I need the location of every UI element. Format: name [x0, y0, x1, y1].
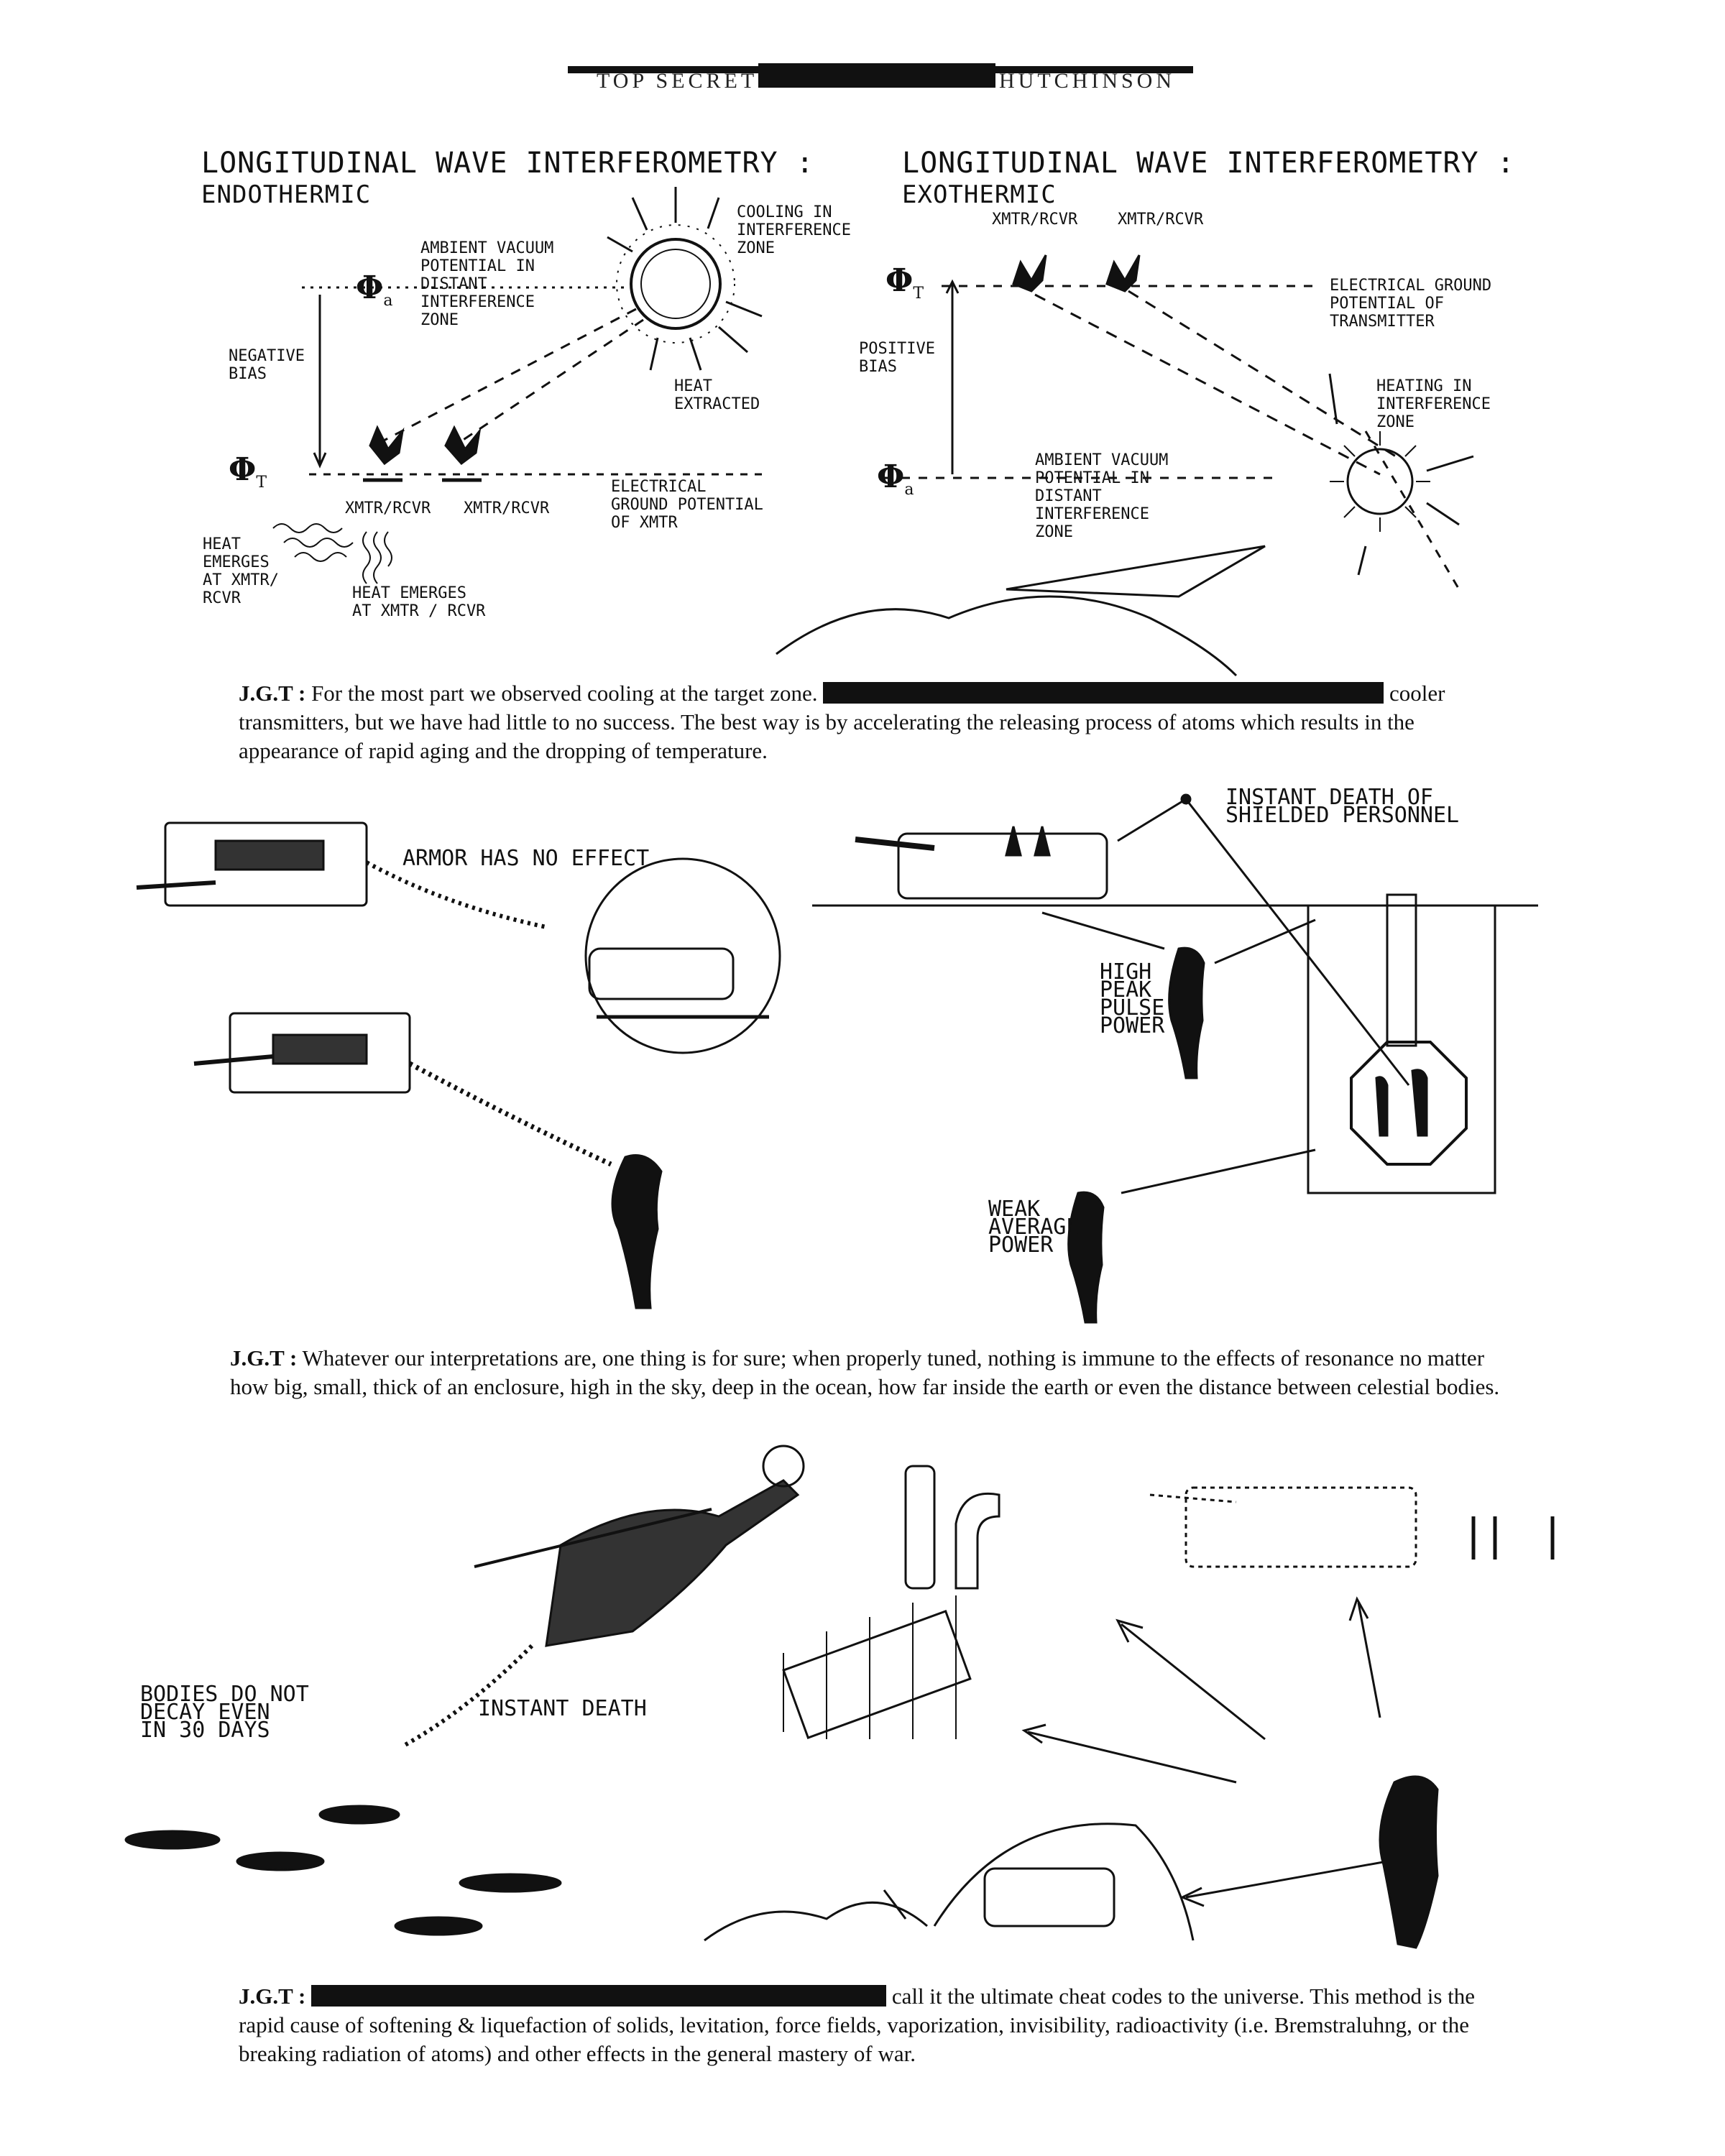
paragraph-3-text-after: call it the ultimate cheat codes to the …: [239, 1984, 1476, 2066]
label-xmtr-4: XMTR/RCVR: [1118, 211, 1204, 229]
tank-icon: [897, 832, 1108, 900]
exothermic-subtitle: EXOTHERMIC: [902, 180, 1057, 209]
speaker-label: J.G.T :: [239, 681, 306, 706]
tank-icon: [229, 1012, 411, 1094]
endothermic-diagram: [272, 187, 763, 584]
exothermic-title-line: LONGITUDINAL WAVE INTERFEROMETRY :: [902, 147, 1515, 180]
armored-car-icon: [983, 1867, 1116, 1927]
label-xmtr-1: XMTR/RCVR: [345, 499, 431, 517]
label-cooling-zone: COOLING IN INTERFERENCE ZONE: [737, 203, 851, 257]
label-heat-emerges-bottom: HEAT EMERGES AT XMTR / RCVR: [352, 584, 486, 620]
invisible-tank-icon: [1184, 1486, 1417, 1568]
label-heat-emerges-left: HEAT EMERGES AT XMTR/ RCVR: [203, 535, 279, 607]
paragraph-1-text-after: cooler transmitters, but we have had lit…: [239, 681, 1445, 763]
transmitter-icon: [369, 425, 405, 466]
speaker-label: J.G.T :: [230, 1345, 298, 1370]
armored-car-inset: [584, 857, 781, 1054]
label-weak-average-power: WEAK AVERAGE POWER: [988, 1197, 1080, 1258]
header-redaction-block: [758, 63, 995, 88]
helicopter-icon: [545, 1479, 800, 1647]
phi-a-symbol-exo: Φa: [877, 459, 914, 499]
label-positive-bias: POSITIVE BIAS: [859, 340, 935, 376]
label-instant-death-shielded: INSTANT DEATH OF SHIELDED PERSONNEL: [1225, 785, 1460, 828]
endothermic-title-line: LONGITUDINAL WAVE INTERFEROMETRY :: [201, 147, 814, 180]
soldier-silhouette: [1067, 1191, 1105, 1324]
transmitter-icon: [1105, 254, 1141, 292]
speaker-label: J.G.T :: [239, 1984, 306, 2009]
heating-burst: [1346, 448, 1414, 515]
paragraph-3: J.G.T : call it the ultimate cheat codes…: [239, 1982, 1518, 2068]
label-bodies-no-decay: BODIES DO NOT DECAY EVEN IN 30 DAYS: [140, 1682, 309, 1743]
label-ground-transmitter: ELECTRICAL GROUND POTENTIAL OF TRANSMITT…: [1330, 277, 1492, 331]
classification-header: TOP SECRET HUTCHINSON: [568, 63, 1193, 93]
header-right-text: HUTCHINSON: [999, 69, 1175, 93]
label-high-peak-pulse: HIGH PEAK PULSE POWER: [1100, 959, 1165, 1038]
label-heating-zone: HEATING IN INTERFERENCE ZONE: [1376, 377, 1491, 431]
label-negative-bias: NEGATIVE BIAS: [229, 347, 305, 383]
paragraph-1-text-before: For the most part we observed cooling at…: [311, 681, 818, 706]
label-xmtr-2: XMTR/RCVR: [464, 499, 550, 517]
paragraph-1: J.G.T : For the most part we observed co…: [239, 679, 1518, 765]
exothermic-diagram: [776, 254, 1474, 677]
label-xmtr-3: XMTR/RCVR: [992, 211, 1078, 229]
label-heat-extracted: HEAT EXTRACTED: [674, 377, 760, 413]
shielded-chamber: [1350, 1041, 1468, 1166]
transmitter-icon: [1012, 254, 1047, 292]
bottom-illustrations: [124, 1445, 1555, 1949]
endothermic-subtitle: ENDOTHERMIC: [201, 180, 372, 209]
paragraph-2-text: Whatever our interpretations are, one th…: [230, 1345, 1500, 1399]
middle-illustrations: [136, 793, 1538, 1324]
bunker: [1307, 904, 1496, 1194]
header-left-text: TOP SECRET: [597, 69, 758, 93]
label-armor-no-effect: ARMOR HAS NO EFFECT: [402, 846, 650, 871]
label-ground-potential: ELECTRICAL GROUND POTENTIAL OF XMTR: [611, 478, 763, 532]
transmitter-icon: [444, 425, 482, 466]
cooling-sphere: [630, 238, 722, 330]
redaction-block: [311, 1985, 887, 2007]
endothermic-title: LONGITUDINAL WAVE INTERFEROMETRY : ENDOT…: [201, 147, 814, 211]
soldier-silhouette: [611, 1154, 663, 1309]
redaction-block: [823, 682, 1384, 704]
label-ambient-vacuum: AMBIENT VACUUM POTENTIAL IN DISTANT INTE…: [420, 239, 554, 329]
soldier-silhouette: [1379, 1775, 1439, 1949]
levitating-truck-icon: [782, 1610, 972, 1739]
paragraph-2: J.G.T : Whatever our interpretations are…: [230, 1344, 1524, 1401]
phi-a-symbol: Φa: [356, 270, 393, 310]
phi-t-symbol: ΦT: [229, 451, 267, 492]
label-ambient-vacuum-exo: AMBIENT VACUUM POTENTIAL IN DISTANT INTE…: [1035, 451, 1169, 541]
force-field: [933, 1823, 1195, 1941]
soldier-silhouette: [1168, 946, 1205, 1079]
label-instant-death: INSTANT DEATH: [478, 1696, 647, 1721]
phi-t-symbol-exo: ΦT: [886, 262, 924, 303]
exothermic-title: LONGITUDINAL WAVE INTERFEROMETRY : EXOTH…: [902, 147, 1515, 211]
